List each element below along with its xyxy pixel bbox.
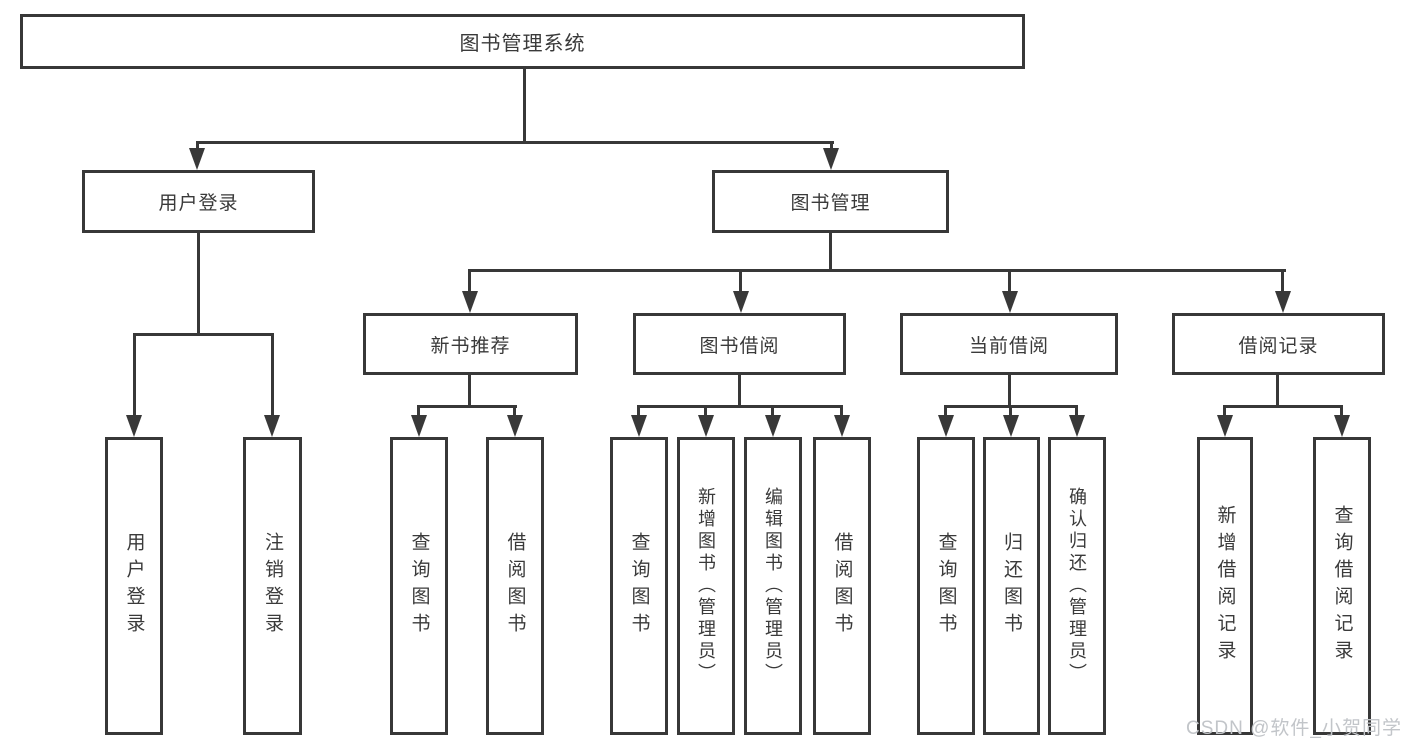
arrow-down-icon — [698, 415, 714, 437]
leaf-edit-book-admin: 编辑图书（管理员） — [744, 437, 802, 735]
leaf-logout: 注销登录 — [243, 437, 302, 735]
arrow-down-icon — [189, 148, 205, 170]
connector-line — [829, 232, 832, 271]
leaf-query-books-borrow: 查询图书 — [610, 437, 668, 735]
node-book-management: 图书管理 — [712, 170, 949, 233]
connector-line — [1009, 408, 1012, 417]
leaf-add-borrow-record: 新增借阅记录 — [1197, 437, 1253, 735]
connector-line — [944, 405, 1078, 408]
arrow-down-icon — [1217, 415, 1233, 437]
arrow-down-icon — [462, 291, 478, 313]
leaf-query-borrow-record: 查询借阅记录 — [1313, 437, 1371, 735]
connector-line — [1223, 405, 1343, 408]
connector-line — [739, 272, 742, 293]
leaf-query-books-newbook: 查询图书 — [390, 437, 448, 735]
connector-line — [944, 408, 947, 417]
node-root: 图书管理系统 — [20, 14, 1025, 69]
leaf-borrow-books-borrow: 借阅图书 — [813, 437, 871, 735]
arrow-down-icon — [631, 415, 647, 437]
arrow-down-icon — [1069, 415, 1085, 437]
node-borrowing-records-label: 借阅记录 — [1238, 335, 1319, 357]
arrow-down-icon — [1002, 291, 1018, 313]
connector-line — [523, 68, 526, 144]
leaf-borrow-books-borrow-label: 借阅图书 — [831, 532, 853, 640]
connector-line — [513, 408, 516, 417]
arrow-down-icon — [507, 415, 523, 437]
arrow-down-icon — [1334, 415, 1350, 437]
connector-line — [1223, 408, 1226, 417]
node-user-login: 用户登录 — [82, 170, 315, 233]
arrow-down-icon — [733, 291, 749, 313]
leaf-confirm-return-admin: 确认归还（管理员） — [1048, 437, 1106, 735]
connector-line — [637, 408, 640, 417]
connector-line — [468, 269, 1286, 272]
leaf-add-book-admin-label: 新增图书（管理员） — [696, 487, 716, 685]
connector-line — [197, 232, 200, 336]
leaf-query-books-current-label: 查询图书 — [935, 532, 957, 640]
arrow-down-icon — [1275, 291, 1291, 313]
connector-line — [1008, 374, 1011, 407]
arrow-down-icon — [264, 415, 280, 437]
node-current-borrowing-label: 当前借阅 — [968, 335, 1049, 357]
arrow-down-icon — [126, 415, 142, 437]
connector-line — [468, 374, 471, 407]
leaf-return-book: 归还图书 — [983, 437, 1040, 735]
node-current-borrowing: 当前借阅 — [900, 313, 1118, 375]
arrow-down-icon — [1003, 415, 1019, 437]
leaf-query-books-newbook-label: 查询图书 — [408, 532, 430, 640]
connector-line — [771, 408, 774, 417]
node-book-management-label: 图书管理 — [790, 193, 871, 214]
leaf-user-login-label: 用户登录 — [123, 532, 145, 640]
connector-line — [704, 408, 707, 417]
connector-line — [840, 408, 843, 417]
leaf-borrow-books-newbook-label: 借阅图书 — [504, 532, 526, 640]
connector-line — [271, 336, 274, 417]
arrow-down-icon — [765, 415, 781, 437]
leaf-add-borrow-record-label: 新增借阅记录 — [1214, 505, 1236, 667]
leaf-return-book-label: 归还图书 — [1001, 532, 1022, 640]
connector-line — [1340, 408, 1343, 417]
arrow-down-icon — [823, 148, 839, 170]
connector-line — [1281, 272, 1284, 293]
watermark: CSDN @软件_小贺同学 — [1186, 718, 1402, 739]
connector-line — [738, 374, 741, 407]
leaf-edit-book-admin-label: 编辑图书（管理员） — [763, 487, 783, 685]
leaf-query-books-borrow-label: 查询图书 — [628, 532, 650, 640]
leaf-query-books-current: 查询图书 — [917, 437, 975, 735]
connector-line — [1008, 272, 1011, 293]
leaf-user-login: 用户登录 — [105, 437, 163, 735]
node-book-borrowing-label: 图书借阅 — [699, 335, 780, 357]
leaf-add-book-admin: 新增图书（管理员） — [677, 437, 735, 735]
arrow-down-icon — [411, 415, 427, 437]
leaf-borrow-books-newbook: 借阅图书 — [486, 437, 544, 735]
leaf-logout-label: 注销登录 — [262, 532, 283, 640]
connector-line — [1276, 374, 1279, 407]
connector-line — [133, 336, 136, 417]
node-user-login-label: 用户登录 — [158, 193, 239, 214]
connector-line — [1075, 408, 1078, 417]
node-borrowing-records: 借阅记录 — [1172, 313, 1385, 375]
connector-line — [468, 272, 471, 293]
leaf-confirm-return-admin-label: 确认归还（管理员） — [1067, 487, 1087, 685]
connector-line — [637, 405, 843, 408]
arrow-down-icon — [834, 415, 850, 437]
node-new-book-recommendation: 新书推荐 — [363, 313, 578, 375]
connector-line — [196, 141, 834, 144]
connector-line — [133, 333, 274, 336]
arrow-down-icon — [938, 415, 954, 437]
node-book-borrowing: 图书借阅 — [633, 313, 846, 375]
node-new-book-recommendation-label: 新书推荐 — [430, 335, 511, 357]
node-root-label: 图书管理系统 — [459, 33, 586, 55]
connector-line — [417, 405, 517, 408]
leaf-query-borrow-record-label: 查询借阅记录 — [1331, 505, 1353, 667]
connector-line — [417, 408, 420, 417]
